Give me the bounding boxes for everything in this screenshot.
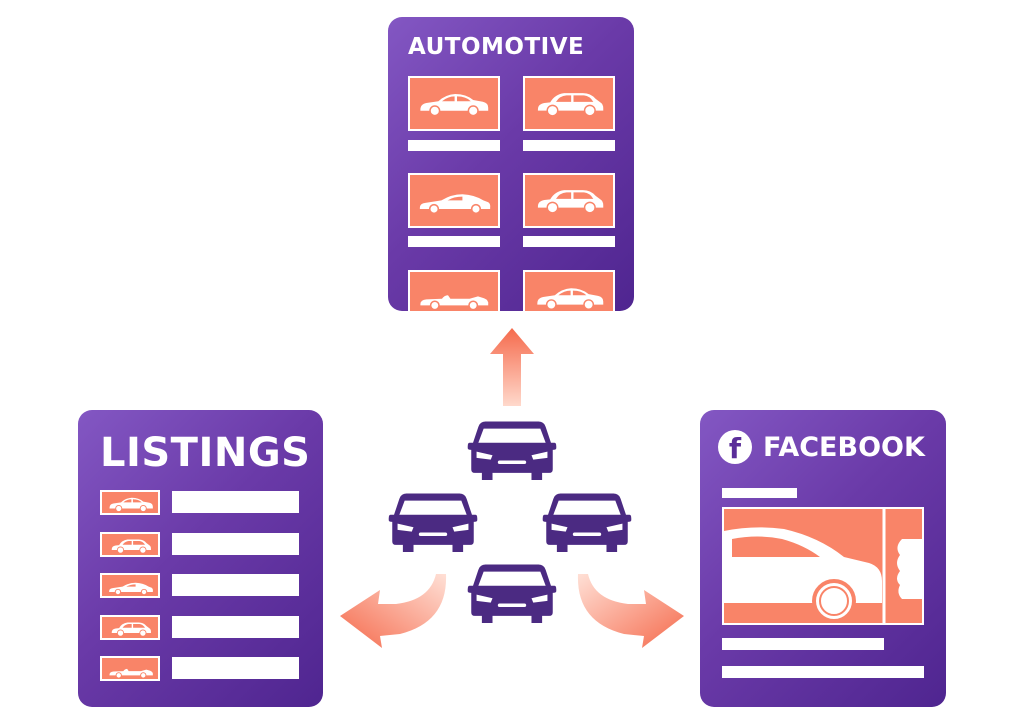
car-thumbnail [523,173,615,228]
car-icon [724,509,922,623]
car-thumbnail [100,615,160,640]
car-icon [108,660,154,680]
automotive-card: AUTOMOTIVE [388,17,634,311]
text-placeholder-bar [172,657,299,679]
text-placeholder-bar [408,236,500,247]
car-thumbnail [408,270,500,311]
text-placeholder-bar [523,236,615,247]
car-icon [466,418,558,480]
text-placeholder-bar [172,533,299,555]
facebook-icon: f [718,430,752,465]
listings-card: LISTINGS [78,410,323,707]
car-thumbnail [100,490,160,515]
car-thumbnail [523,76,615,131]
car-icon [108,493,154,514]
car-icon [535,181,605,219]
car-icon [418,183,492,219]
car-icon [535,278,605,311]
text-placeholder-bar [172,574,299,596]
text-placeholder-bar [408,140,500,151]
text-placeholder-bar [722,488,797,498]
text-placeholder-bar [523,140,615,151]
car-icon [418,84,490,122]
car-icon [535,84,605,122]
arrow-icon [490,328,534,406]
arrow-icon [577,574,684,648]
car-icon [108,577,154,597]
car-thumbnail [523,270,615,311]
text-placeholder-bar [172,491,299,513]
car-icon [418,278,490,311]
car-icon [542,490,632,552]
listings-title: LISTINGS [100,430,311,476]
car-thumbnail [100,656,160,681]
car-icon [466,561,558,623]
facebook-card: f FACEBOOK [700,410,946,707]
text-placeholder-bar [722,666,924,678]
text-placeholder-bar [172,616,299,638]
automotive-title: AUTOMOTIVE [408,34,585,60]
text-placeholder-bar [722,638,884,650]
car-icon [110,535,152,556]
facebook-title: FACEBOOK [763,432,925,463]
post-image [722,507,924,625]
car-icon [110,618,152,639]
car-thumbnail [100,532,160,557]
car-icon [388,490,478,552]
arrow-icon [340,574,447,648]
car-thumbnail [100,573,160,598]
car-thumbnail [408,76,500,131]
car-thumbnail [408,173,500,228]
